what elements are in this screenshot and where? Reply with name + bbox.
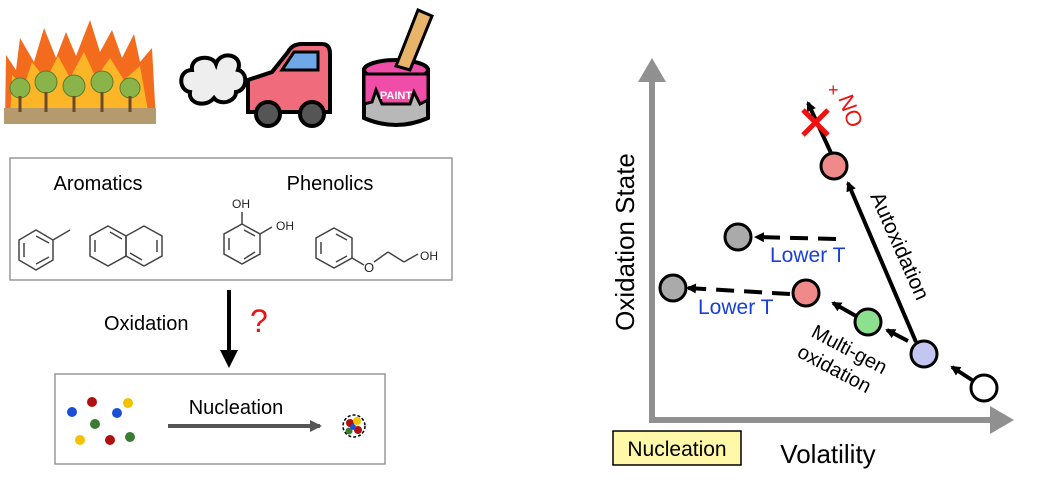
node-gray-upper <box>723 222 753 252</box>
y-axis-label: Oxidation State <box>610 153 640 331</box>
wildfire-icon <box>4 20 156 124</box>
nucleation-process-label: Nucleation <box>189 397 284 419</box>
oxidation-label: Oxidation <box>104 313 189 335</box>
car-exhaust-icon <box>179 42 332 128</box>
lower-t-label-upper: Lower T <box>770 244 846 267</box>
node-lavender <box>909 339 939 369</box>
phenoxyethanol-structure <box>315 227 419 269</box>
lower-t-arrow-lower <box>686 283 791 296</box>
aromatics-label: Aromatics <box>54 173 143 195</box>
nucleation-tag-label: Nucleation <box>627 438 726 461</box>
x-axis-arrowhead <box>990 406 1014 434</box>
no-label: NO <box>833 91 868 131</box>
node-salmon-lower <box>791 278 821 308</box>
cluster-icon <box>342 414 366 438</box>
arrow-lavender-to-green <box>885 328 909 343</box>
question-mark: ? <box>250 303 268 339</box>
oh-label-3: OH <box>420 249 438 263</box>
lower-t-arrow-upper <box>754 232 837 243</box>
nucleation-box <box>54 373 386 465</box>
y-axis-arrowhead <box>638 58 666 82</box>
node-salmon-upper <box>819 151 849 181</box>
node-start <box>969 373 999 403</box>
arrow-start-to-lavender <box>950 365 974 382</box>
phenolics-label: Phenolics <box>287 173 374 195</box>
toluene-structure <box>18 229 71 271</box>
node-green <box>853 307 883 337</box>
catechol-structure <box>223 212 273 265</box>
lower-t-label-lower: Lower T <box>698 296 774 319</box>
no-cross-icon <box>801 108 830 137</box>
paint-bucket-icon: PAINT <box>362 8 434 127</box>
autoxidation-arrow <box>846 181 918 343</box>
arrow-green-to-salmon <box>831 301 857 318</box>
node-gray-lower <box>658 273 688 303</box>
x-axis-label: Volatility <box>780 439 875 469</box>
oxidation-arrowhead <box>220 350 238 368</box>
paint-label: PAINT <box>380 90 412 102</box>
oh-label-2: OH <box>276 219 294 233</box>
oh-label-1: OH <box>232 197 250 211</box>
naphthalene-structure <box>89 225 163 267</box>
precursors-box <box>9 157 453 281</box>
monomer-dots <box>67 397 135 445</box>
nucleation-tag <box>612 430 742 466</box>
ether-oxygen-label: O <box>364 260 374 275</box>
no-charge-label: + <box>828 80 839 100</box>
